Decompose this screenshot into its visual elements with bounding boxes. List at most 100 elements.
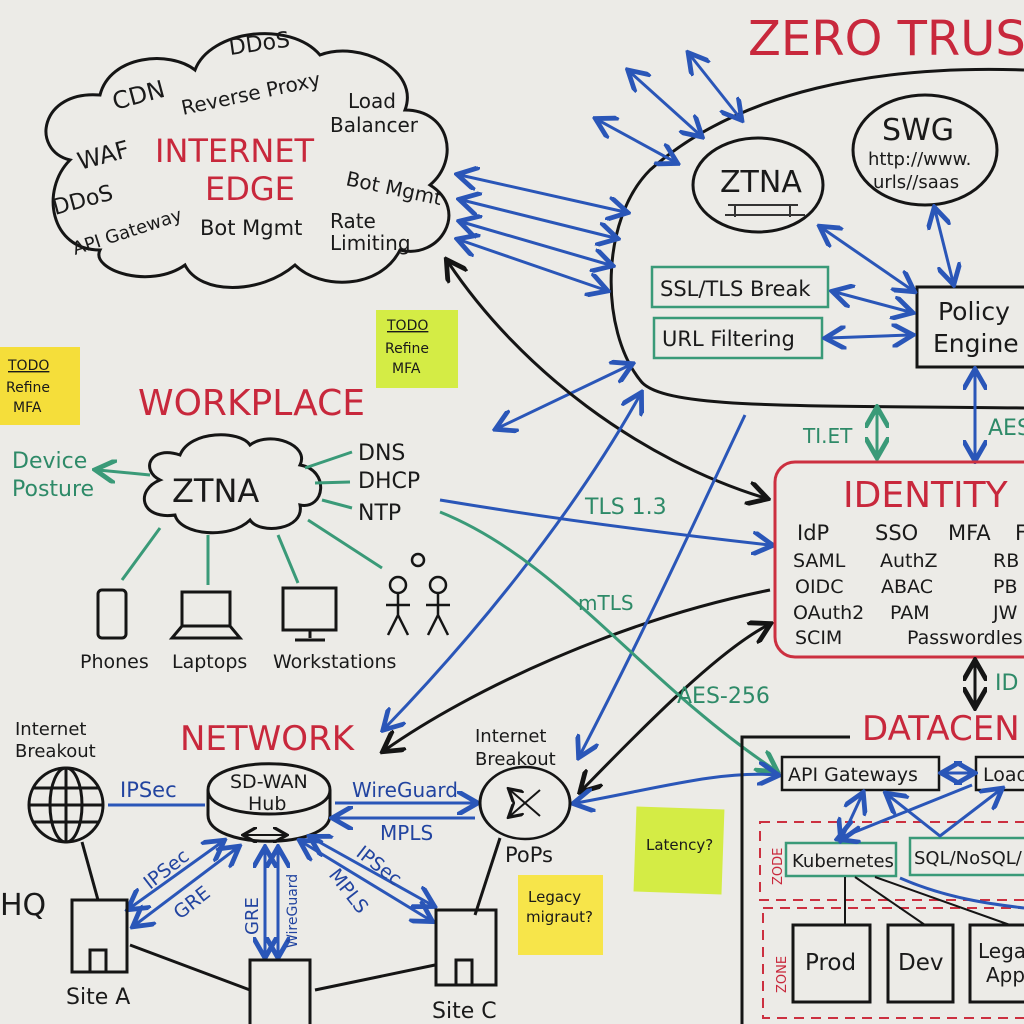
pops-breakout: Internet bbox=[475, 726, 546, 747]
device-posture-2: Posture bbox=[12, 477, 94, 502]
edge-item: Rate bbox=[330, 209, 376, 233]
identity-item: JW bbox=[992, 602, 1018, 624]
label-aes256: AES-256 bbox=[677, 684, 770, 709]
sticky-line: Refine bbox=[385, 341, 429, 357]
hub-label: SD-WAN bbox=[230, 771, 308, 793]
identity-item: OAuth2 bbox=[793, 602, 864, 624]
internet-edge-title-2: EDGE bbox=[205, 170, 295, 208]
identity-item: Passwordles bbox=[907, 627, 1023, 649]
sql-nosql: SQL/NoSQL/ bbox=[914, 848, 1023, 869]
datacenter-section: DATACEN API Gateways Load ZODE ZONE Kube… bbox=[740, 709, 1024, 1024]
edge-item: Load bbox=[348, 89, 396, 113]
datacenter-title: DATACEN bbox=[862, 709, 1020, 749]
kubernetes: Kubernetes bbox=[792, 851, 894, 872]
link-wireguard: WireGuard bbox=[352, 778, 458, 802]
sticky-heading: TODO bbox=[7, 358, 49, 374]
service-ntp: NTP bbox=[358, 501, 401, 526]
identity-item: SAML bbox=[793, 550, 846, 572]
link-mpls: MPLS bbox=[380, 821, 433, 845]
pops-router-icon bbox=[478, 765, 572, 841]
hub-label-2: Hub bbox=[248, 793, 286, 815]
edge-item: Bot Mgmt bbox=[200, 216, 302, 240]
ssl-tls-break: SSL/TLS Break bbox=[660, 277, 811, 301]
sticky-line: Refine bbox=[6, 380, 50, 396]
identity-item: RB bbox=[993, 550, 1019, 572]
zone-label: ZODE bbox=[771, 848, 786, 885]
service-dns: DNS bbox=[358, 441, 405, 466]
identity-section: IDENTITY IdP SSO MFA F SAML AuthZ RB OID… bbox=[773, 460, 1024, 705]
link-gre-b: GRE bbox=[242, 897, 263, 935]
zone-legacy: Lega bbox=[978, 939, 1024, 963]
internet-edge-title: INTERNET bbox=[155, 132, 315, 170]
edge-item: Balancer bbox=[330, 113, 419, 137]
site-c-label: Site C bbox=[432, 999, 497, 1024]
label-id: ID bbox=[995, 671, 1018, 696]
device-laptops: Laptops bbox=[172, 651, 247, 673]
pops-label: PoPs bbox=[505, 843, 553, 867]
identity-item: SCIM bbox=[795, 627, 842, 649]
building-icon-site-c bbox=[434, 908, 498, 987]
laptop-icon bbox=[168, 590, 244, 640]
internet-edge-cloud: INTERNET EDGE DDoS CDN Reverse Proxy Loa… bbox=[44, 28, 451, 289]
workplace-ztna: ZTNA bbox=[172, 472, 259, 510]
label-mtls: mTLS bbox=[578, 591, 634, 615]
identity-item: AuthZ bbox=[880, 550, 938, 572]
workstation-icon bbox=[281, 586, 338, 642]
globe-icon bbox=[27, 766, 105, 844]
phone-icon bbox=[96, 588, 128, 640]
page-title: ZERO TRUST bbox=[748, 11, 1024, 67]
sticky-note-latency[interactable]: Latency? bbox=[633, 806, 725, 895]
breakout-label-2: Breakout bbox=[15, 741, 96, 762]
sticky-note-yellow-todo[interactable]: TODO Refine MFA bbox=[0, 347, 80, 425]
label-aes: AES bbox=[988, 416, 1024, 441]
site-a-label: Site A bbox=[66, 985, 130, 1010]
workplace-title: WORKPLACE bbox=[138, 383, 365, 424]
policy-engine: Policy bbox=[938, 297, 1010, 326]
sticky-line: MFA bbox=[392, 361, 421, 377]
tunnel-icon bbox=[725, 204, 805, 217]
url-filtering: URL Filtering bbox=[662, 327, 795, 351]
sticky-note-legacy[interactable]: Legacy migraut? bbox=[518, 875, 603, 955]
service-dhcp: DHCP bbox=[358, 469, 420, 494]
swg-url-1: http://www. bbox=[868, 149, 971, 170]
swg-node: SWG bbox=[882, 113, 954, 148]
sticky-line: Latency? bbox=[646, 836, 713, 854]
identity-item: MFA bbox=[948, 521, 991, 545]
breakout-label: Internet bbox=[15, 719, 86, 740]
label-tls: TLS 1.3 bbox=[584, 495, 667, 520]
network-section: NETWORK Internet Breakout SD-WAN Hub IPS… bbox=[0, 719, 572, 1024]
api-gateways: API Gateways bbox=[788, 764, 918, 786]
identity-title: IDENTITY bbox=[843, 475, 1009, 516]
building-icon-site-a bbox=[70, 898, 129, 974]
identity-item: ABAC bbox=[881, 576, 933, 598]
zone-legacy-2: App bbox=[986, 963, 1024, 987]
identity-item: F bbox=[1015, 521, 1024, 545]
sticky-heading: TODO bbox=[386, 318, 428, 334]
device-phones: Phones bbox=[80, 651, 149, 673]
identity-item: PAM bbox=[890, 602, 930, 624]
pops-breakout-2: Breakout bbox=[475, 749, 556, 770]
zone-dev: Dev bbox=[898, 950, 943, 976]
device-workstations: Workstations bbox=[273, 651, 396, 673]
sticky-note-green-todo[interactable]: TODO Refine MFA bbox=[376, 310, 458, 388]
load-balancer: Load bbox=[983, 764, 1024, 786]
building-icon-site-b bbox=[248, 958, 312, 1024]
ztna-node: ZTNA bbox=[720, 165, 802, 200]
identity-item: PB bbox=[993, 576, 1018, 598]
device-posture: Device bbox=[12, 449, 87, 474]
network-title: NETWORK bbox=[180, 719, 356, 759]
workplace-section: WORKPLACE ZTNA Device Posture DNS DHCP N… bbox=[12, 383, 450, 673]
hq-label: HQ bbox=[0, 888, 46, 923]
zone-prod: Prod bbox=[805, 950, 856, 976]
sticky-line: Legacy bbox=[528, 888, 581, 906]
edge-links bbox=[385, 55, 776, 803]
policy-engine-2: Engine bbox=[933, 329, 1019, 358]
identity-item: SSO bbox=[875, 521, 918, 545]
edge-item: Limiting bbox=[330, 231, 411, 255]
identity-item: OIDC bbox=[795, 576, 843, 598]
swg-url-2: urls//saas bbox=[873, 172, 959, 193]
sticky-line: MFA bbox=[13, 400, 42, 416]
link-ipsec: IPSec bbox=[120, 778, 177, 802]
link-wireguard-b: WireGuard bbox=[285, 874, 301, 948]
